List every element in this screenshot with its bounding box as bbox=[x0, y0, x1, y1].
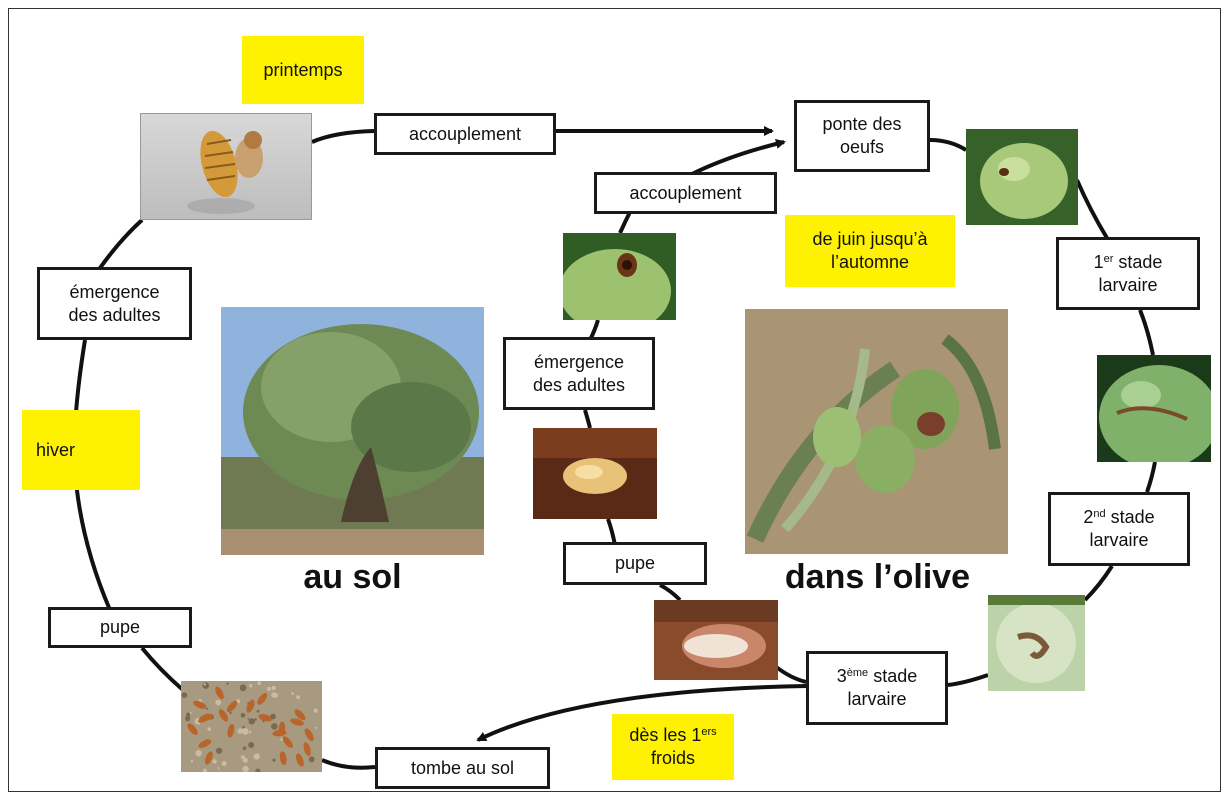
box-emergence-left-line1: émergence bbox=[69, 281, 160, 302]
first-stage-larva-photo bbox=[1097, 355, 1211, 462]
pupa-mark bbox=[290, 718, 304, 726]
pupa-mark bbox=[199, 713, 214, 721]
third-stage-larva-photo bbox=[654, 600, 778, 680]
connector-eggs-to-olive bbox=[929, 138, 968, 152]
olive-label: dans l’olive bbox=[784, 558, 971, 596]
connector-olive-to-stage1 bbox=[1075, 179, 1109, 240]
flag-summer-line2: l’automne bbox=[830, 252, 910, 272]
connector-stage2-to-photo bbox=[1083, 564, 1114, 602]
season-flag-spring: printemps bbox=[242, 36, 364, 104]
box-first-stage: 1er stade larvaire bbox=[1056, 237, 1200, 310]
box-tombe-au-sol: tombe au sol bbox=[375, 747, 550, 789]
box-stage3-sup: ème bbox=[846, 667, 869, 679]
pupa-mark bbox=[198, 739, 212, 748]
arrow-inner-mating-to-eggs bbox=[689, 139, 786, 177]
pupa-mark bbox=[215, 686, 224, 700]
second-stage-larva-photo bbox=[988, 595, 1085, 691]
season-flag-winter: hiver bbox=[22, 410, 140, 490]
connector-left-to-emergence bbox=[98, 218, 144, 270]
connector-pupae-to-pupe bbox=[140, 646, 185, 692]
pupa-mark bbox=[226, 700, 238, 713]
flag-summer-line1: de juin jusqu’à bbox=[812, 229, 928, 249]
box-tombe-text: tombe au sol bbox=[410, 757, 515, 778]
box-stage2-num: 2 bbox=[1083, 507, 1094, 527]
connector-pupe-to-left-arc bbox=[73, 469, 112, 611]
box-accouplement-top: accouplement bbox=[374, 113, 556, 155]
diagram-frame bbox=[8, 8, 1221, 792]
box-ponte-des-oeufs: ponte des oeufs bbox=[794, 100, 930, 172]
pupa-mark bbox=[279, 751, 287, 766]
connector-ground-to-pupae bbox=[321, 758, 376, 770]
box-stage3-word: stade bbox=[868, 666, 918, 686]
connector-adult-to-mating bbox=[311, 129, 375, 144]
box-third-stage: 3ème stade larvaire bbox=[806, 651, 948, 725]
pupa-mark bbox=[303, 742, 311, 756]
box-stage2-word: stade bbox=[1105, 507, 1155, 527]
box-accouplement-top-text: accouplement bbox=[408, 123, 522, 144]
arrow-stage3-to-ground bbox=[476, 684, 807, 742]
flag-printemps-text: printemps bbox=[263, 59, 343, 80]
pupa-mark bbox=[218, 709, 229, 722]
box-stage2-sup: nd bbox=[1093, 508, 1106, 520]
box-stage1-line2: larvaire bbox=[1098, 274, 1158, 295]
connector-photo-to-stage3 bbox=[947, 673, 989, 687]
flag-cold-text: dès les 1 bbox=[629, 725, 702, 745]
box-emergence-inner-line1: émergence bbox=[533, 351, 625, 372]
pupa-mark bbox=[294, 709, 306, 721]
flag-cold-line2: froids bbox=[650, 748, 695, 768]
box-pupe-left-text: pupe bbox=[99, 617, 141, 637]
box-pupe-inner-text: pupe bbox=[614, 553, 656, 573]
pupa-mark bbox=[187, 723, 198, 736]
pupa-mark bbox=[257, 693, 268, 705]
box-accouplement-inner-text: accouplement bbox=[629, 182, 742, 203]
connector-olive-to-mating bbox=[618, 211, 632, 234]
flag-cold-sup: ers bbox=[701, 726, 717, 738]
pupa-mark bbox=[193, 700, 207, 709]
box-emergence-left-line2: des adultes bbox=[68, 304, 161, 325]
box-ponte-line2: oeufs bbox=[839, 137, 885, 157]
box-stage1-word: stade bbox=[1113, 251, 1163, 272]
box-stage3-num: 3 bbox=[836, 666, 847, 686]
season-flag-cold: dès les 1ers froids bbox=[612, 714, 734, 780]
pupae-on-soil-photo bbox=[181, 681, 322, 772]
box-emergence-inner: émergence des adultes bbox=[503, 337, 655, 410]
olive-egg-photo bbox=[966, 129, 1078, 225]
pupa-in-olive-photo bbox=[533, 428, 657, 519]
pupa-mark bbox=[304, 728, 314, 741]
box-emergence-inner-line2: des adultes bbox=[532, 374, 626, 395]
pupa-mark bbox=[295, 753, 304, 767]
adult-fly-photo bbox=[140, 113, 312, 220]
box-stage2-line2: larvaire bbox=[1089, 530, 1149, 550]
box-stage3-line2: larvaire bbox=[847, 689, 907, 709]
olive-exit-photo bbox=[563, 233, 676, 320]
pupa-mark bbox=[278, 721, 286, 736]
connector-pupa-to-emergence bbox=[583, 409, 592, 429]
box-pupe-left: pupe bbox=[48, 607, 192, 648]
pupa-mark bbox=[227, 723, 235, 738]
box-emergence-left: émergence des adultes bbox=[37, 267, 192, 340]
pupa-mark bbox=[258, 714, 273, 722]
box-stage1-num: 1 bbox=[1093, 251, 1104, 272]
box-pupe-inner: pupe bbox=[563, 542, 707, 585]
soil-label: au sol bbox=[303, 558, 402, 596]
connector-stage1-to-photo bbox=[1138, 309, 1155, 356]
connector-inner-larva-to-pupe bbox=[659, 583, 682, 602]
box-stage1-sup: er bbox=[1103, 252, 1114, 265]
box-accouplement-inner: accouplement bbox=[594, 172, 777, 214]
flag-hiver-text: hiver bbox=[36, 439, 76, 460]
pupa-mark bbox=[282, 736, 293, 748]
connector-photo-to-stage2 bbox=[1145, 461, 1157, 493]
season-flag-summer: de juin jusqu’à l’automne bbox=[785, 215, 955, 287]
olive-tree-photo bbox=[221, 307, 484, 555]
box-ponte-line1: ponte des bbox=[822, 114, 902, 134]
pupa-mark bbox=[204, 751, 213, 765]
box-second-stage: 2nd stade larvaire bbox=[1048, 492, 1190, 566]
pupa-mark bbox=[246, 699, 255, 713]
infested-olive-photo bbox=[745, 309, 1008, 554]
connector-stage3-to-inner bbox=[773, 664, 807, 684]
